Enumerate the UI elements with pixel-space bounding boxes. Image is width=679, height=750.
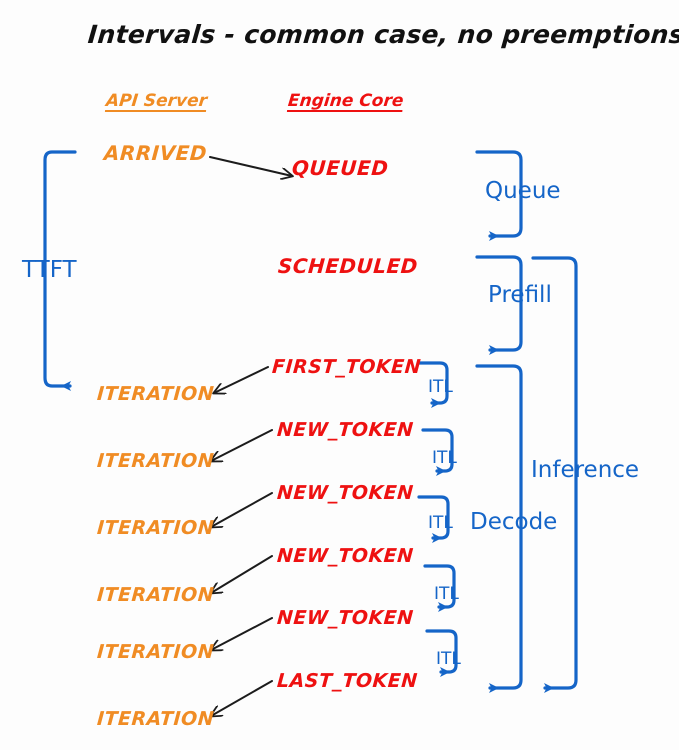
itl-bracket-4 [423,564,456,612]
transition-arrow-last-token-iteration [211,680,273,716]
metric-label-queue: Queue [485,178,561,204]
itl-bracket-5 [425,629,458,677]
decode-bracket [475,364,523,693]
column-header-engine-core: Engine Core [287,91,405,111]
metric-label-prefill: Prefill [488,282,552,308]
metric-label-itl-4: ITL [434,584,459,604]
state-first-token: FIRST_TOKEN [271,356,422,378]
state-iteration-6: ITERATION [96,708,215,730]
metric-label-itl-2: ITL [432,448,457,468]
transition-arrow-new-token-iteration-1 [211,429,273,461]
transition-arrow-new-token-iteration-3 [211,555,273,593]
transition-arrow-new-token-iteration-4 [211,617,273,650]
metric-label-itl-3: ITL [428,513,453,533]
ttft-bracket [43,150,77,391]
inference-bracket [531,256,578,693]
state-iteration-4: ITERATION [96,584,215,606]
state-new-token-3: NEW_TOKEN [276,545,415,567]
itl-bracket-3 [417,495,450,543]
metric-label-inference: Inference [531,457,640,483]
itl-bracket-2 [421,428,454,476]
state-new-token-4: NEW_TOKEN [276,607,415,629]
prefill-bracket [475,255,523,355]
queue-bracket [475,150,523,241]
metric-label-decode: Decode [470,509,558,535]
metric-label-itl-5: ITL [436,649,461,669]
state-iteration-2: ITERATION [96,450,215,472]
state-iteration-5: ITERATION [96,641,215,663]
state-iteration-3: ITERATION [96,517,215,539]
state-last-token: LAST_TOKEN [276,670,419,692]
state-new-token-1: NEW_TOKEN [276,419,415,441]
diagram-title: Intervals - common case, no preemptions [86,20,679,49]
state-new-token-2: NEW_TOKEN [276,482,415,504]
state-arrived: ARRIVED [103,141,208,165]
state-queued: QUEUED [291,156,390,180]
column-header-api-server: API Server [105,91,209,111]
transition-arrow-arrived-queued [209,156,292,176]
itl-bracket-1 [417,361,449,408]
state-iteration-1: ITERATION [96,383,215,405]
state-scheduled: SCHEDULED [277,254,419,278]
metric-label-itl-1: ITL [428,377,453,397]
transition-arrow-new-token-iteration-2 [211,492,273,527]
transition-arrow-first-token-iteration [214,366,269,393]
metric-label-ttft: TTFT [22,257,77,283]
